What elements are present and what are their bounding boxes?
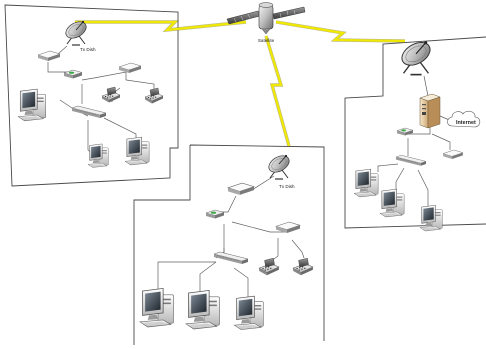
site-c-cables bbox=[377, 75, 455, 206]
site-a-router-icon bbox=[37, 50, 61, 62]
site-a-computer-1-icon bbox=[17, 88, 47, 122]
site-b-phone-1-icon bbox=[258, 257, 280, 276]
site-a-border bbox=[4, 4, 179, 187]
site-b-switch-icon bbox=[205, 209, 225, 219]
site-c-computer-1-icon bbox=[353, 168, 379, 198]
site-c-server-icon bbox=[419, 93, 441, 129]
site-c-switch-icon bbox=[396, 127, 414, 137]
internet-label: Internet bbox=[456, 120, 476, 126]
site-b-router-icon bbox=[227, 182, 255, 196]
site-c-computer-3-icon bbox=[419, 204, 443, 232]
site-c-border bbox=[344, 36, 486, 229]
satellite-link-site-c bbox=[275, 20, 406, 43]
site-a-router-2-icon bbox=[118, 62, 142, 74]
site-a-computer-3-icon bbox=[124, 136, 150, 166]
site-c-small-router-icon bbox=[442, 149, 464, 160]
site-b-computer-3-icon bbox=[233, 295, 264, 331]
satellite-icon bbox=[226, 2, 306, 35]
site-a-phone-2-icon bbox=[144, 87, 164, 104]
internet-cloud-icon bbox=[447, 110, 481, 128]
site-c-dish bbox=[397, 37, 435, 76]
satellite-link-site-b bbox=[264, 35, 291, 147]
site-b-cables bbox=[157, 175, 305, 298]
satellite-label: Satellite bbox=[258, 38, 275, 43]
site-b-phone-2-icon bbox=[292, 257, 314, 276]
site-b-computer-2-icon bbox=[185, 289, 221, 330]
site-b-computer-1-icon bbox=[139, 287, 175, 328]
site-a-dish-label: Tx Dish bbox=[80, 47, 96, 52]
site-b-hub-icon bbox=[213, 251, 249, 265]
site-b-border bbox=[133, 144, 325, 345]
site-a-switch-icon bbox=[63, 69, 83, 79]
site-b-dish bbox=[265, 151, 293, 180]
satellite-link-site-a bbox=[75, 20, 247, 32]
site-b-router-2-icon bbox=[275, 221, 301, 234]
site-a-phone-1-icon bbox=[101, 86, 121, 103]
satellite-links bbox=[75, 20, 406, 147]
site-c-computer-2-icon bbox=[379, 188, 405, 218]
site-b-dish-label: Tx Dish bbox=[279, 184, 295, 189]
site-c-hub-icon bbox=[395, 154, 427, 167]
site-a-computer-2-icon bbox=[87, 143, 109, 168]
site-a-hub-icon bbox=[71, 105, 107, 119]
